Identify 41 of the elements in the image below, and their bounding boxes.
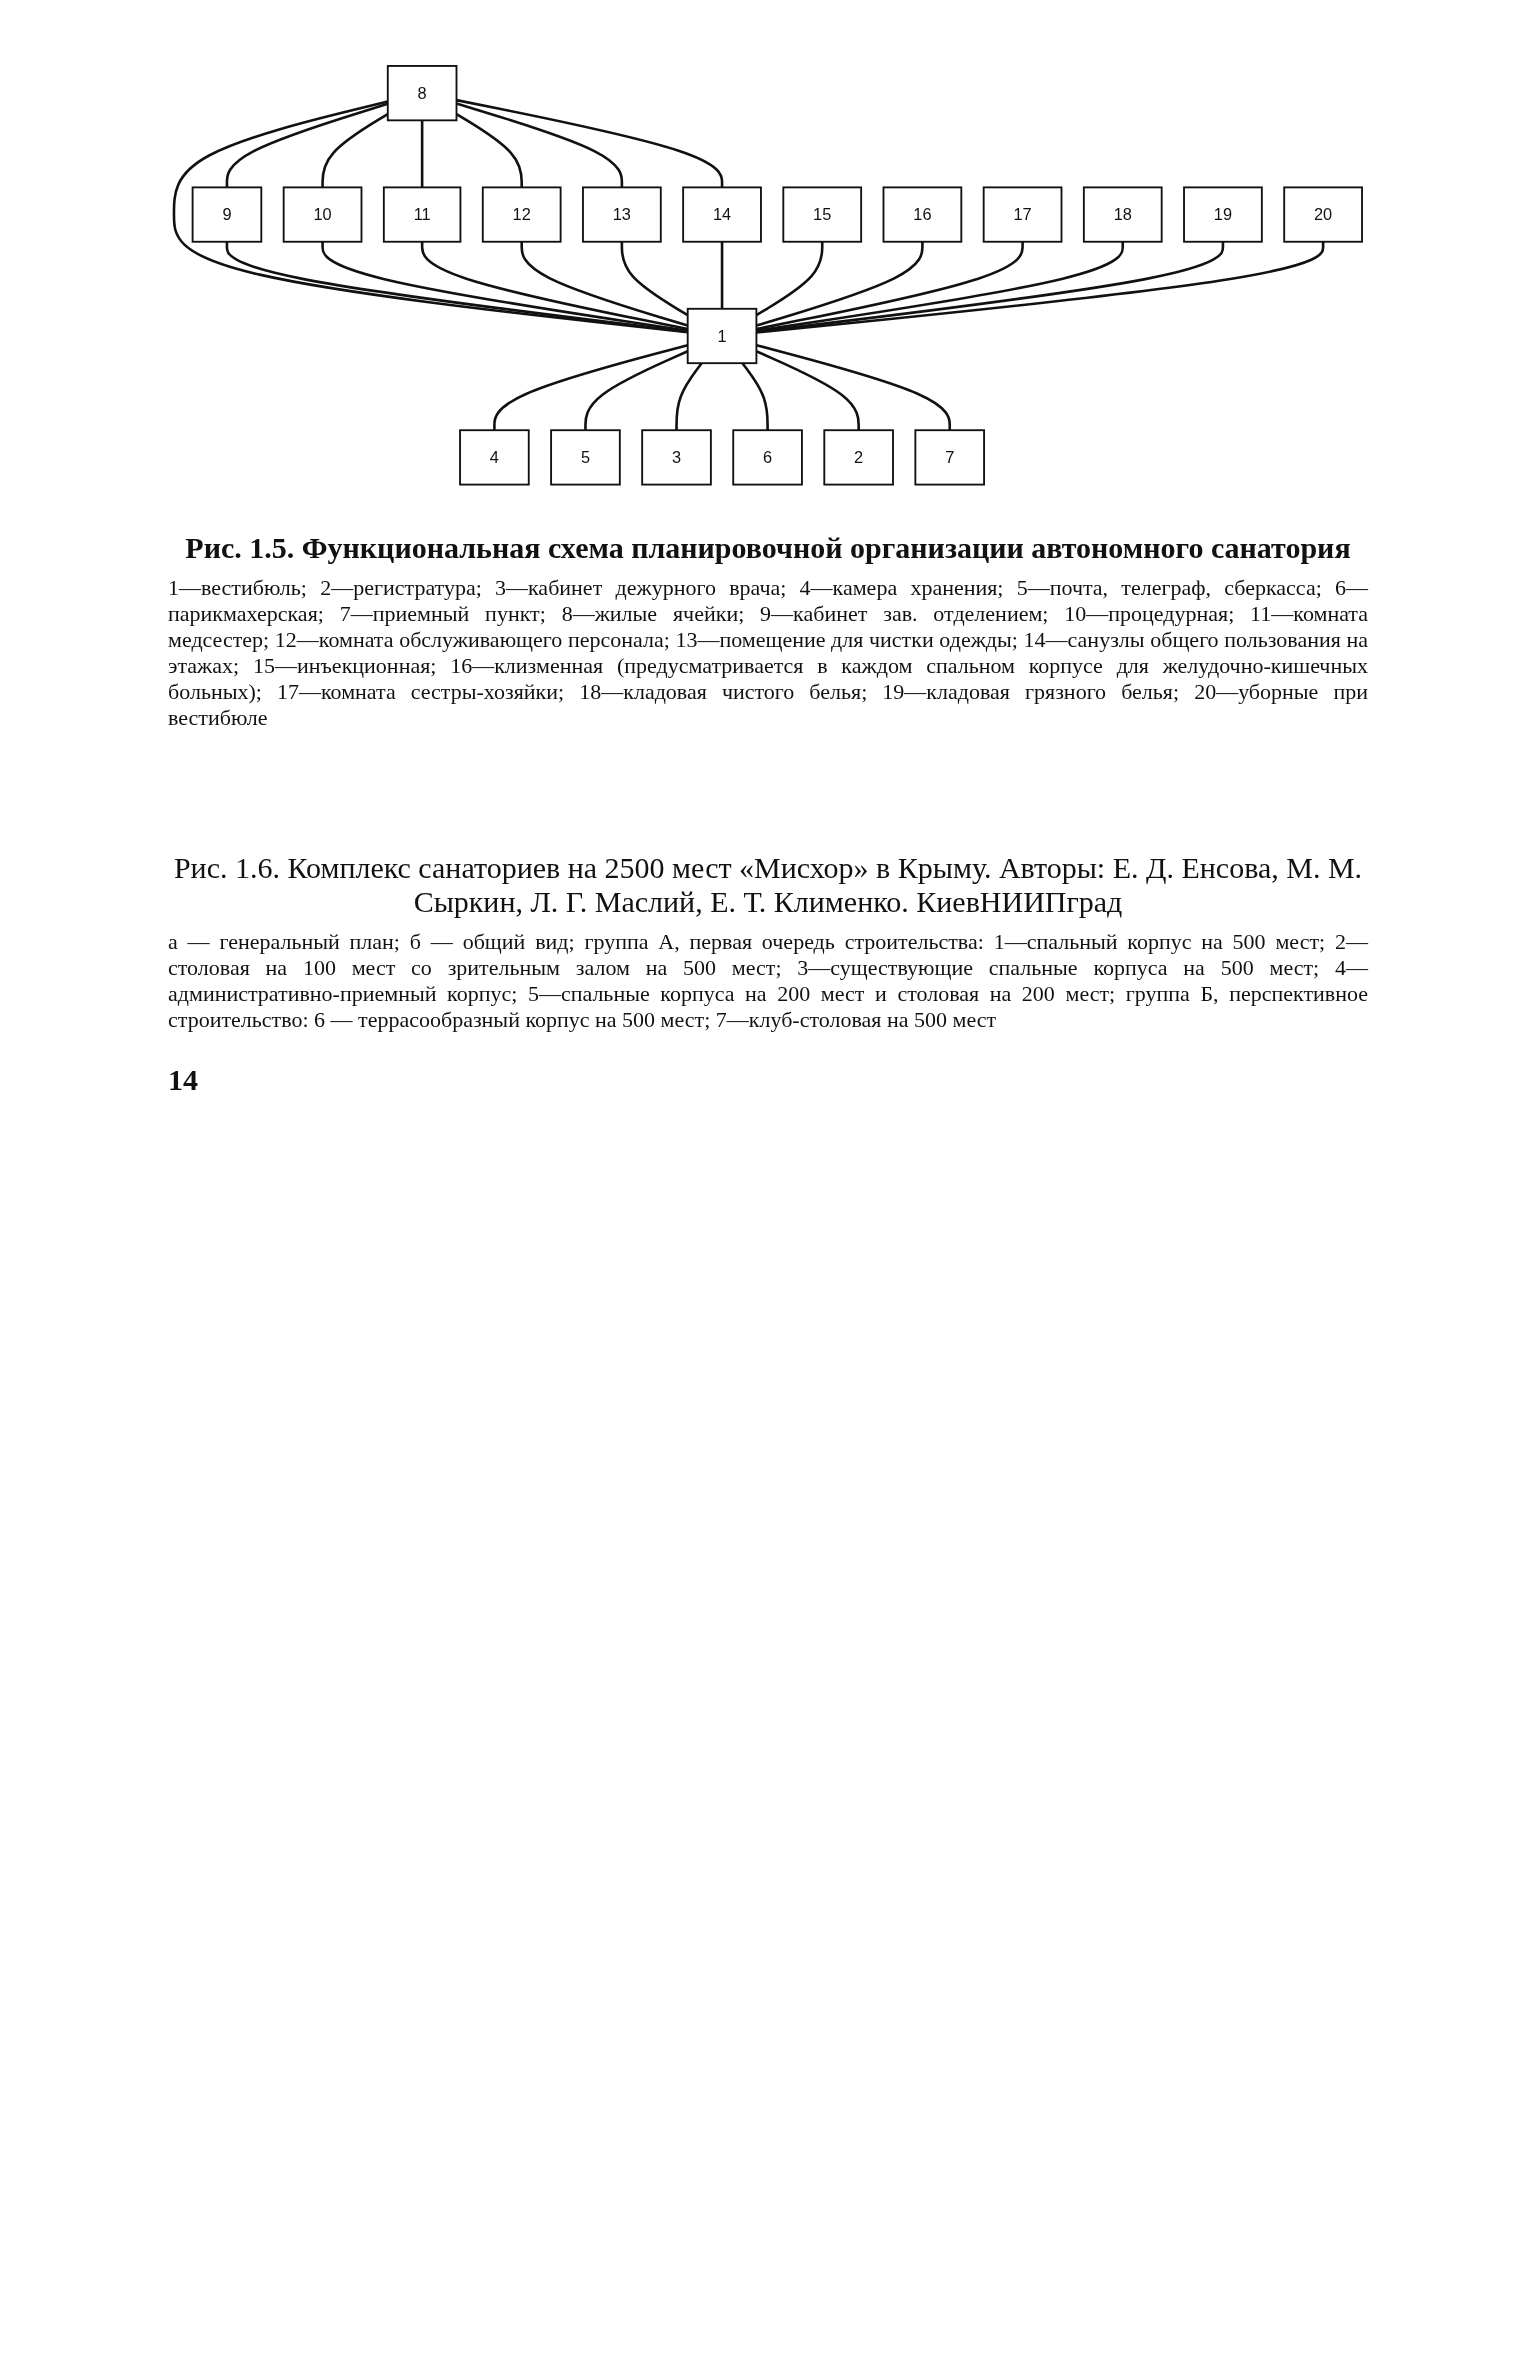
connector (456, 102, 624, 188)
node-box: 5 (550, 429, 621, 486)
node-box: 20 (1283, 186, 1363, 243)
connector (756, 241, 1125, 333)
node-box: 6 (732, 429, 803, 486)
connector (675, 362, 703, 431)
node-box: 2 (823, 429, 894, 486)
figure-key-text: 1—вестибюль; 2—регистратура; 3—кабинет дежурного врача; 4—камера хранения; 5—почта, телеграф, сберкасса; 6—парикмахерская; 7—приемный пункт; 8—жилые ячейки; 9—кабинет зав. отделением; 10—процедурная; 11—комната медсестер; 12—комната обслуживающего персонала; 13—помещение для чистки одежды; 14—санузлы общего пользования на этажах; 15—инъекционная; 16—клизменная (предусматривается в каждом спальном корпусе для желудочно-кишечных больных); 17—комната сестры-хозяйки; 18—кладовая чистого белья; 19—кладовая грязного белья; 20—уборные при вестибюле (168, 574, 1368, 731)
figure-caption: Рис. 1.6. Комплекс санаториев на 2500 мест «Мисхор» в Крыму. Авторы: Е. Д. Енсова, М. М. Сыркин, Л. Г. Маслий, Е. Т. Клименко. КиевНИИПград (172, 850, 1364, 919)
node-box: 7 (914, 429, 985, 486)
node-box: 3 (641, 429, 712, 486)
connector (225, 241, 688, 334)
node-box: 16 (882, 186, 963, 243)
node-box: 15 (782, 186, 863, 243)
node-box: 14 (682, 186, 762, 243)
node-box: 4 (459, 429, 530, 486)
node-box: 19 (1183, 186, 1263, 243)
figure-caption: Рис. 1.5. Функциональная схема планировочной организации автономного санатория (184, 530, 1352, 565)
node-box: 1 (686, 307, 758, 365)
node-box: 12 (481, 186, 562, 243)
node-box: 18 (1082, 186, 1163, 243)
connector (420, 120, 424, 188)
connector (756, 241, 1325, 334)
connector (720, 241, 724, 309)
connector (321, 241, 688, 333)
node-box: 10 (282, 186, 363, 243)
node-box: 17 (982, 186, 1063, 243)
connector (172, 100, 688, 334)
connector (420, 241, 688, 331)
node-box: 13 (582, 186, 662, 243)
figure-key-text: а — генеральный план; б — общий вид; группа А, первая очередь строительства: 1—спальный корпус на 500 мест; 2—столовая на 100 мест со зрительным залом на 500 мест; 3—существующие спальные корпуса на 500 мест; 4—административно-приемный корпус; 5—спальные корпуса на 200 мест и столовая на 200 мест; группа Б, перспективное строительство: 6 — террасообразный корпус на 500 мест; 7—клуб-столовая на 500 мест (168, 928, 1368, 1033)
node-box: 8 (386, 65, 458, 122)
connector (756, 241, 1024, 331)
node-box: 11 (382, 186, 462, 243)
connector (756, 343, 951, 431)
connector (756, 241, 1225, 334)
connector (456, 98, 724, 188)
connector (756, 241, 924, 327)
page-number: 14 (168, 1062, 199, 1097)
node-box: 9 (191, 186, 263, 243)
connector (741, 362, 769, 431)
